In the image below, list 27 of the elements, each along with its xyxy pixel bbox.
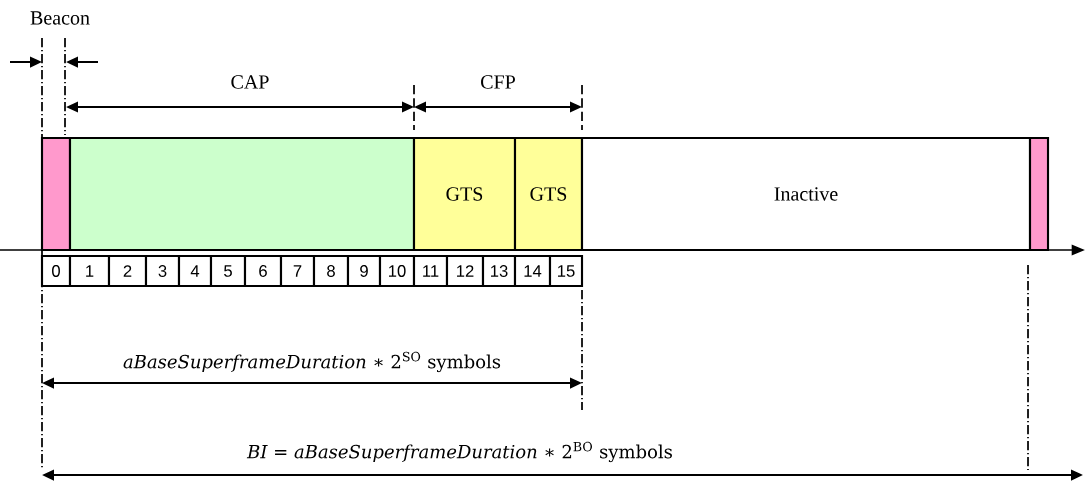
dimension-label: CFP [481, 75, 515, 89]
frame-segment: GTS [412, 136, 517, 252]
dimension-label: CAP [231, 75, 269, 89]
frame-segment: GTS [513, 136, 584, 252]
slot-cell: 13 [481, 254, 517, 288]
slot-cell: 14 [513, 254, 552, 288]
slot-cell: 8 [312, 254, 350, 288]
frame-segment [68, 136, 416, 252]
frame-segment [40, 136, 72, 252]
dimension-label: Beacon [30, 11, 90, 25]
slot-cell: 2 [107, 254, 148, 288]
dimension-label: BI = aBaseSuperframeDuration ∗ 2$^{BO}$ symbols [246, 441, 672, 463]
slot-cell: 10 [378, 254, 416, 288]
slot-cell: 15 [548, 254, 584, 288]
slot-cell: 11 [412, 254, 449, 288]
slot-cell: 0 [40, 254, 72, 288]
slot-cell: 7 [279, 254, 316, 288]
slot-cell: 1 [68, 254, 111, 288]
frame-segment: Inactive [580, 136, 1032, 252]
slot-cell: 3 [144, 254, 181, 288]
dimension-label: aBaseSuperframeDuration ∗ 2$^{SO}$ symbols [123, 351, 501, 373]
slot-cell: 6 [243, 254, 283, 288]
slot-cell: 9 [346, 254, 382, 288]
slot-cell: 4 [177, 254, 213, 288]
slot-cell: 5 [209, 254, 247, 288]
frame-segment [1028, 136, 1050, 252]
slot-cell: 12 [445, 254, 485, 288]
